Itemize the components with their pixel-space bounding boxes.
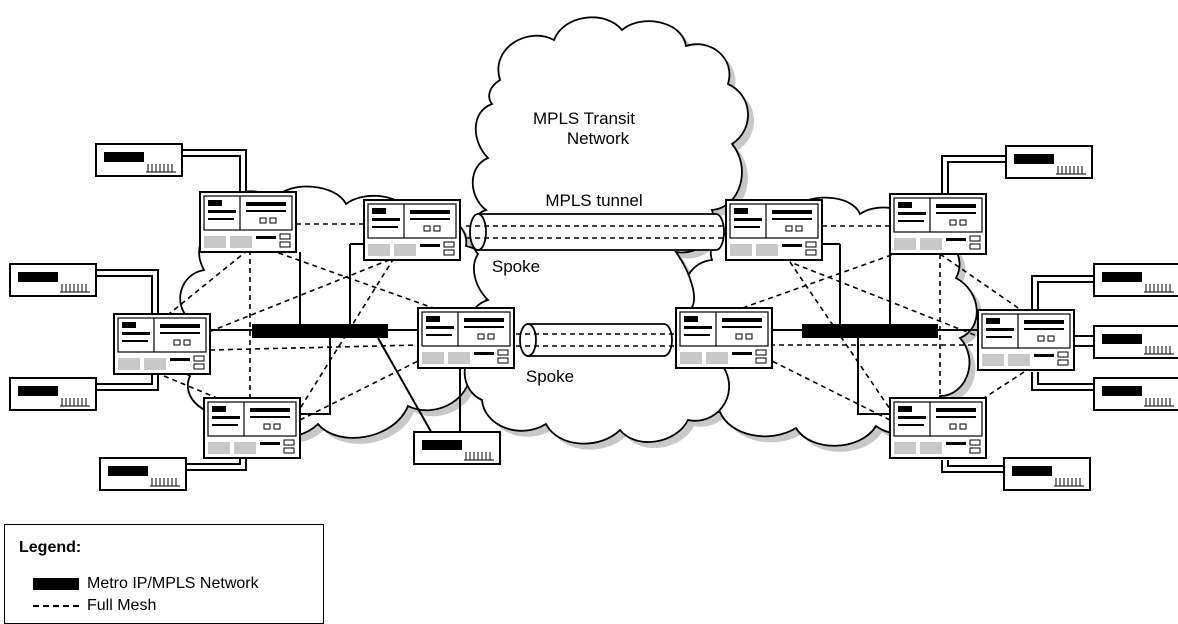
router-left-bottom — [203, 397, 301, 459]
right-metro-bar — [802, 324, 938, 338]
legend-item-label: Full Mesh — [87, 597, 157, 614]
legend-item-metro: Metro IP/MPLS Network — [33, 575, 259, 593]
tunnel-label: MPLS tunnel — [545, 191, 642, 210]
transit-label-line2: Network — [567, 129, 630, 148]
router-right-spoke-top — [725, 199, 823, 261]
router-right-bottom — [889, 397, 987, 459]
legend-swatch-dashed-line — [33, 605, 79, 607]
ce-device — [1093, 263, 1178, 297]
router-left-top — [199, 191, 297, 253]
router-right-spoke-bottom — [675, 307, 773, 369]
spoke-label-top: Spoke — [492, 257, 540, 276]
router-left-middle — [113, 313, 211, 375]
legend-item-label: Metro IP/MPLS Network — [87, 575, 259, 592]
router-right-middle — [977, 309, 1075, 371]
ce-device — [1003, 457, 1091, 491]
router-left-spoke-bottom — [417, 307, 515, 369]
ce-device — [413, 431, 501, 465]
ce-device — [1093, 325, 1178, 359]
ce-device — [1093, 377, 1178, 411]
legend-swatch-solid-bar — [33, 578, 79, 590]
ce-device — [9, 377, 97, 411]
legend: Legend: Metro IP/MPLS Network Full Mesh — [4, 524, 324, 624]
legend-title: Legend: — [19, 539, 82, 556]
router-right-top — [889, 193, 987, 255]
mpls-tunnel-top — [466, 213, 726, 251]
full-mesh-right — [719, 225, 1025, 421]
spoke-label-bottom: Spoke — [526, 367, 574, 386]
left-metro-bar — [252, 324, 388, 338]
ce-device — [95, 143, 183, 177]
ce-links — [96, 149, 1094, 473]
ce-device — [99, 457, 187, 491]
mpls-tunnel-bottom — [516, 323, 676, 357]
ce-device — [9, 263, 97, 297]
router-left-spoke-top — [363, 199, 461, 261]
transit-label-line1: MPLS Transit — [533, 109, 635, 128]
legend-item-full-mesh: Full Mesh — [33, 597, 156, 615]
ce-device — [1005, 145, 1093, 179]
metro-links — [210, 243, 980, 445]
